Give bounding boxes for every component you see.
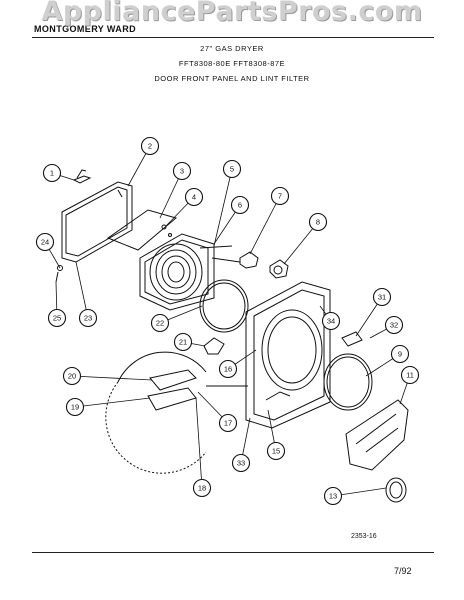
callout-label: 20	[68, 372, 76, 381]
leader-line	[249, 195, 281, 255]
callout-32: 32	[369, 315, 404, 339]
callout-label: 24	[41, 238, 49, 247]
callout-17: 17	[197, 391, 238, 433]
callout-34: 34	[319, 305, 341, 331]
callout-circle	[65, 397, 85, 417]
callout-label: 4	[192, 193, 196, 202]
callout-circle	[184, 187, 204, 207]
callout-label: 3	[180, 167, 184, 176]
header-rule	[32, 37, 434, 38]
callout-circle	[400, 365, 420, 385]
model-numbers: FFT8308-80E FFT8308-87E	[178, 59, 286, 68]
callout-circle	[230, 195, 250, 215]
callout-label: 32	[390, 321, 398, 330]
callout-circle	[173, 332, 193, 352]
callout-circle	[150, 313, 170, 333]
callout-24: 24	[35, 232, 61, 269]
callout-label: 8	[316, 218, 320, 227]
diagram-code: 2353-16	[351, 533, 377, 540]
callout-circle	[384, 315, 404, 335]
callout-23: 23	[75, 261, 98, 328]
callout-circle	[308, 212, 328, 232]
callout-circle	[218, 359, 238, 379]
callout-20: 20	[62, 366, 153, 386]
callout-8: 8	[283, 212, 328, 265]
callout-15: 15	[266, 409, 286, 461]
callout-13: 13	[323, 486, 387, 506]
callout-circle	[47, 308, 67, 328]
callout-label: 16	[224, 365, 232, 374]
callout-31: 31	[355, 287, 392, 337]
callout-16: 16	[218, 349, 257, 379]
leader-line	[195, 397, 203, 489]
callout-label: 18	[198, 484, 206, 493]
callout-circle	[218, 413, 238, 433]
callout-circle	[192, 478, 212, 498]
callout-label: 17	[224, 419, 232, 428]
brand-label: MONTGOMERY WARD	[34, 24, 136, 34]
revision-date: 7/92	[394, 566, 412, 576]
callout-label: 21	[179, 338, 187, 347]
callout-3: 3	[159, 161, 192, 219]
callout-numbers: 1234567891113151617181920212223242531323…	[35, 136, 420, 506]
callout-label: 33	[237, 459, 245, 468]
callout-label: 2	[148, 142, 152, 151]
callout-19: 19	[65, 397, 151, 417]
callout-label: 13	[329, 492, 337, 501]
callout-circle	[323, 486, 343, 506]
callout-circle	[270, 186, 290, 206]
callout-circle	[140, 136, 160, 156]
callout-circle	[42, 163, 62, 183]
section-title: DOOR FRONT PANEL AND LINT FILTER	[154, 74, 310, 83]
callout-4: 4	[165, 187, 204, 227]
leader-line	[75, 261, 89, 319]
leader-line	[74, 397, 151, 408]
callout-label: 6	[238, 201, 242, 210]
callout-label: 7	[278, 192, 282, 201]
callout-2: 2	[127, 136, 160, 187]
callout-circle	[78, 308, 98, 328]
callout-label: 25	[53, 314, 61, 323]
callout-label: 9	[398, 350, 402, 359]
callout-circle	[390, 344, 410, 364]
callout-label: 23	[84, 314, 92, 323]
callout-7: 7	[249, 186, 290, 255]
callout-33: 33	[231, 417, 251, 473]
callout-label: 11	[406, 371, 414, 380]
callout-11: 11	[399, 365, 420, 405]
callout-label: 15	[272, 447, 280, 456]
callout-circle	[321, 311, 341, 331]
callout-label: 34	[327, 317, 335, 326]
callout-label: 5	[230, 165, 234, 174]
callout-circle	[266, 441, 286, 461]
callout-label: 31	[378, 293, 386, 302]
leader-line	[213, 168, 233, 247]
callout-25: 25	[47, 281, 67, 328]
callout-6: 6	[213, 195, 250, 245]
watermark: AppliancePartsPros.com	[41, 0, 423, 27]
callout-18: 18	[192, 397, 212, 498]
callout-circle	[222, 159, 242, 179]
footer-rule	[32, 552, 434, 553]
callout-circle	[35, 232, 55, 252]
callout-circle	[372, 287, 392, 307]
callout-1: 1	[42, 163, 75, 183]
callout-9: 9	[365, 344, 410, 377]
diagram-title: 27" GAS DRYER	[200, 44, 264, 53]
leader-line	[71, 375, 153, 381]
callout-label: 1	[50, 169, 54, 178]
callout-label: 22	[156, 319, 164, 328]
callout-21: 21	[173, 332, 206, 352]
callout-circle	[62, 366, 82, 386]
callout-5: 5	[213, 159, 242, 247]
callout-circle	[231, 453, 251, 473]
callout-22: 22	[150, 305, 203, 333]
callout-circle	[172, 161, 192, 181]
callout-label: 19	[71, 403, 79, 412]
